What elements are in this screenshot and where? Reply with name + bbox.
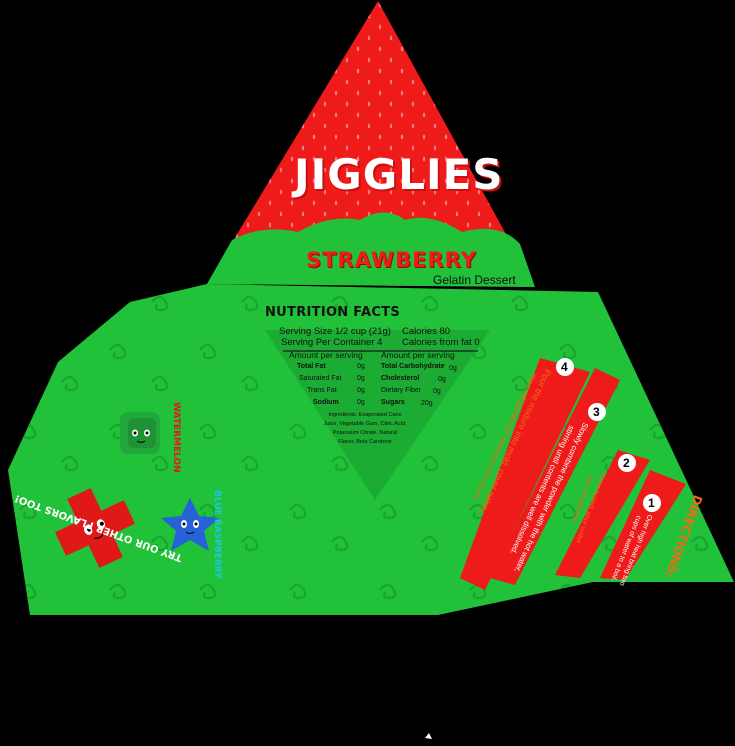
serving-size: Serving Size 1/2 cup (21g) [279, 326, 391, 337]
nutrient-value: 0g [433, 388, 441, 395]
nutrient-value: 0g [357, 387, 365, 394]
servings-per-container: Serving Per Container 4 [281, 337, 383, 348]
step-number: 1 [648, 496, 655, 510]
blue-star-character [161, 498, 219, 551]
brand-name: JIGGLIES [294, 150, 504, 199]
nutrient-name: Trans Fat [307, 387, 337, 394]
ingredients-line: Ingredients: Evaporated Cane [328, 412, 402, 418]
step-number: 4 [561, 360, 568, 374]
nutrient-value: 0g [357, 375, 365, 382]
step-number: 2 [623, 456, 630, 470]
nutrient-name: Sugars [381, 399, 405, 406]
calories-from-fat: Calories from fat 0 [402, 337, 480, 348]
nutrient-name: Saturated Fat [299, 375, 342, 382]
nutrient-value: 0g [438, 376, 446, 383]
leaf-wave [207, 212, 535, 287]
cross-character [55, 488, 135, 568]
ingredients-line: Juice, Vegetable Gum, Citric Acid, [323, 421, 407, 427]
nutrient-name: Dietary Fiber [381, 387, 422, 394]
watermelon-character [120, 412, 160, 454]
nutrient-name: Cholesterol [381, 375, 420, 382]
product-type: Gelatin Dessert [433, 273, 516, 287]
nutrition-triangle [265, 330, 490, 500]
step-circle-2 [618, 454, 636, 472]
calories: Calories 80 [402, 326, 451, 337]
direction-strip-1 [600, 470, 686, 580]
step-circle-3 [588, 403, 606, 421]
watermelon-label: WATERMELON [171, 402, 181, 473]
step-circle-1 [643, 494, 661, 512]
nutrient-value: 20g [421, 400, 433, 407]
nutrient-name: Total Carbohydrate [381, 363, 445, 370]
nutrient-name: Sodium [313, 399, 339, 406]
ingredients-line: Flavor, Beta Carotene [338, 439, 392, 445]
nutrition-title: NUTRITION FACTS [265, 305, 401, 320]
nutrient-value: 0g [449, 365, 457, 372]
flavor-name: STRAWBERRY [306, 248, 477, 272]
step-circle-4 [556, 358, 574, 376]
blue-raspberry-label: BLUE RASPBERRY [212, 490, 222, 579]
small-mark [425, 733, 432, 739]
step-number: 3 [593, 405, 600, 419]
nutrient-value: 0g [357, 363, 365, 370]
amount-header-left: Amount per serving [289, 350, 363, 360]
direction-strip-3 [490, 368, 620, 585]
ingredients-line: Potassium Citrate, Natural [332, 430, 398, 436]
direction-strip-2 [555, 450, 650, 578]
direction-strip-4 [460, 358, 590, 590]
nutrient-name: Total Fat [297, 363, 326, 370]
nutrient-value: 0g [357, 399, 365, 406]
amount-header-right: Amount per serving [381, 350, 455, 360]
